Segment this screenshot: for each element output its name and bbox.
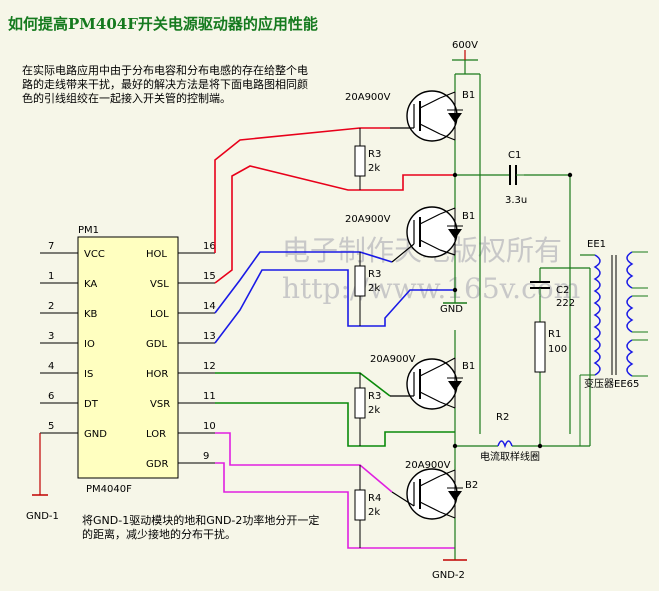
note-ground-separation: 将GND-1驱动模块的地和GND-2功率地分开一定的距离，减少接地的分布干扰。 xyxy=(82,514,320,541)
pin-num-io: 3 xyxy=(48,331,54,342)
supply-600v: 600V xyxy=(452,40,478,60)
page-title: 如何提高PM404F开关电源驱动器的应用性能 xyxy=(8,15,318,33)
junction-dots xyxy=(452,172,573,449)
pin-name-lor: LOR xyxy=(146,429,166,440)
c1-ref: C1 xyxy=(508,150,521,161)
pin-name-kb: KB xyxy=(84,309,98,320)
igbt-2-rating: 20A900V xyxy=(345,214,391,225)
pin-num-gdr: 9 xyxy=(203,451,209,462)
pin-name-gnd: GND xyxy=(84,429,107,440)
r3-b-value: 2k xyxy=(368,283,380,294)
gnd2-label: GND-2 xyxy=(432,570,465,581)
pin-num-dt: 6 xyxy=(48,391,54,402)
chip-part: PM4040F xyxy=(86,484,132,495)
c2-ref: C2 xyxy=(556,285,569,296)
igbt-1-ref: B1 xyxy=(462,90,475,101)
pin-name-hor: HOR xyxy=(146,369,168,380)
resistor-r3-a: R3 2k xyxy=(354,128,381,190)
transformer-label: 变压器EE65 xyxy=(584,377,639,390)
chip-ref: PM1 xyxy=(78,225,99,236)
wire-gdr xyxy=(215,462,455,549)
r3-b-ref: R3 xyxy=(368,269,381,280)
pin-name-lol: LOL xyxy=(150,309,169,320)
pin-num-lol: 14 xyxy=(203,301,216,312)
pin-name-dt: DT xyxy=(84,399,99,410)
igbt-2: 20A900V B1 xyxy=(345,206,475,263)
igbt-4-rating: 20A900V xyxy=(405,460,451,471)
pin-num-hor: 12 xyxy=(203,361,216,372)
pin-num-kb: 2 xyxy=(48,301,54,312)
pin-num-hol: 16 xyxy=(203,241,216,252)
pin-name-is: IS xyxy=(84,369,93,380)
pin-num-gnd: 5 xyxy=(48,421,54,432)
igbt-1: 20A900V B1 xyxy=(345,90,475,142)
c1-value: 3.3u xyxy=(505,195,527,206)
current-sense-coil-r2: R2 电流取样线圈 xyxy=(480,412,540,463)
pin-name-vsl: VSL xyxy=(150,279,169,290)
pin-name-gdr: GDR xyxy=(146,459,168,470)
power-wiring xyxy=(452,59,595,560)
wire-vsl xyxy=(214,165,455,284)
capacitor-c1: C1 3.3u xyxy=(505,150,527,206)
r3-c-ref: R3 xyxy=(368,391,381,402)
resistor-r1: R1 100 xyxy=(534,321,567,373)
resistor-r4: R4 2k xyxy=(354,465,381,548)
gnd1-symbol: GND-1 xyxy=(26,433,59,522)
pin-num-is: 4 xyxy=(48,361,54,372)
r3-a-ref: R3 xyxy=(368,149,381,160)
wire-lor xyxy=(215,432,393,493)
igbt-3: 20A900V B1 xyxy=(370,354,475,410)
pin-name-vcc: VCC xyxy=(84,249,105,260)
c2-value: 222 xyxy=(556,298,575,309)
pin-num-ka: 1 xyxy=(48,271,54,282)
igbt-1-rating: 20A900V xyxy=(345,92,391,103)
wire-gdl xyxy=(214,269,455,344)
capacitor-c2: C2 222 xyxy=(530,281,575,309)
r2-ref: R2 xyxy=(496,412,509,423)
pin-num-vcc: 7 xyxy=(48,241,54,252)
wire-lol xyxy=(214,251,393,314)
resistor-r3-b: R3 2k xyxy=(354,252,381,326)
igbt-4: 20A900V B2 xyxy=(391,460,478,520)
r4-ref: R4 xyxy=(368,493,381,504)
r1-ref: R1 xyxy=(548,329,561,340)
igbt-3-ref: B1 xyxy=(462,361,475,372)
pin-num-vsl: 15 xyxy=(203,271,216,282)
pin-name-vsr: VSR xyxy=(150,399,170,410)
pin-name-hol: HOL xyxy=(146,249,167,260)
igbt-3-rating: 20A900V xyxy=(370,354,416,365)
gnd-symbol: GND xyxy=(440,302,467,315)
pin-num-lor: 10 xyxy=(203,421,216,432)
r4-value: 2k xyxy=(368,507,380,518)
pin-name-ka: KA xyxy=(84,279,97,290)
pin-name-gdl: GDL xyxy=(146,339,167,350)
igbt-2-ref: B1 xyxy=(462,211,475,222)
gnd2-symbol: GND-2 xyxy=(432,559,467,581)
chip-pm4040f: PM1 PM4040F 7 VCC 1 KA 2 KB 3 IO 4 xyxy=(40,225,216,495)
pin-num-gdl: 13 xyxy=(203,331,216,342)
wire-vsr xyxy=(215,402,455,447)
wire-hol xyxy=(214,127,390,253)
gnd1-label: GND-1 xyxy=(26,511,59,522)
r1-value: 100 xyxy=(548,344,567,355)
pin-name-io: IO xyxy=(84,339,95,350)
chip-pin-leads xyxy=(40,252,215,464)
transformer-ee1: EE1 变压器EE65 xyxy=(579,239,648,446)
igbt-4-ref: B2 xyxy=(465,480,478,491)
gnd-label: GND xyxy=(440,304,463,315)
r3-a-value: 2k xyxy=(368,163,380,174)
resistor-r3-c: R3 2k xyxy=(354,373,381,446)
r2-label: 电流取样线圈 xyxy=(480,450,540,463)
supply-label: 600V xyxy=(452,40,478,51)
note-twisted-wires: 在实际电路应用中由于分布电容和分布电感的存在给整个电路的走线带来干扰，最好的解决… xyxy=(22,64,308,105)
r3-c-value: 2k xyxy=(368,405,380,416)
transformer-ref: EE1 xyxy=(587,239,606,250)
pin-num-vsr: 11 xyxy=(203,391,216,402)
